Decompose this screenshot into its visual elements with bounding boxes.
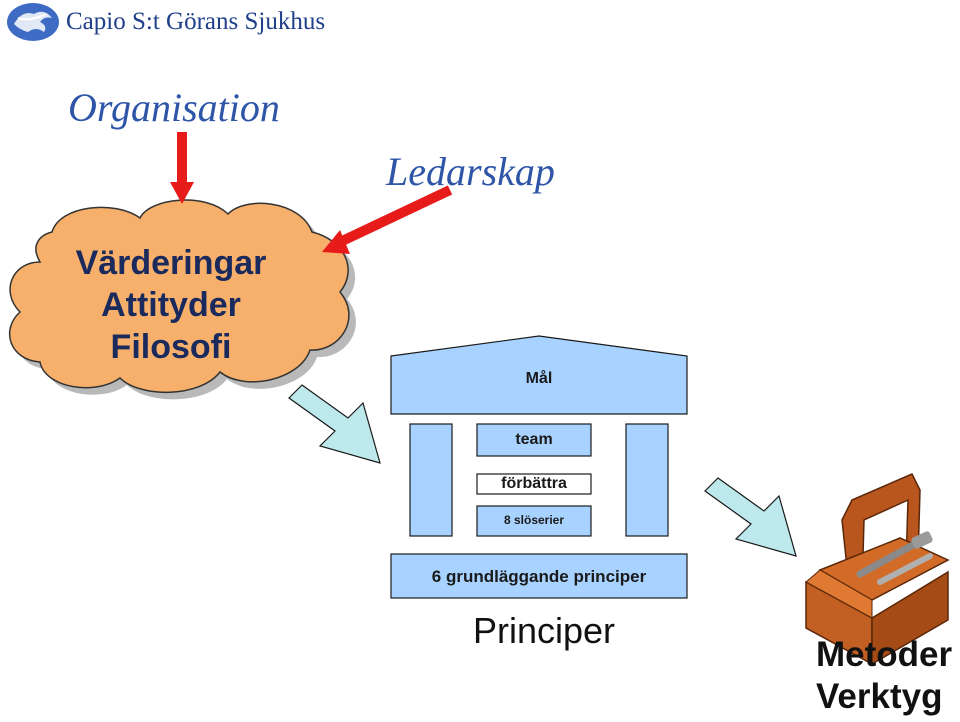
tools-line-metoder: Metoder: [816, 635, 953, 674]
house-base: [390, 553, 688, 599]
house-pillar-right: [625, 423, 669, 537]
team-label: team: [515, 431, 553, 448]
box-forbattra: [476, 473, 592, 495]
title-ledarskap: Ledarskap: [386, 149, 555, 194]
red-arrow-diagonal: [322, 185, 453, 254]
principles-house: [390, 335, 688, 599]
house-caption: Principer: [472, 610, 616, 651]
roof-label: Mål: [525, 370, 553, 387]
logo-text: Capio S:t Görans Sjukhus: [66, 8, 326, 35]
cloud-line-varderingar: Värderingar: [75, 244, 267, 282]
cyan-arrow-left: [288, 384, 381, 464]
base-label: 6 grundläggande principer: [431, 567, 647, 586]
tools-line-verktyg: Verktyg: [816, 677, 943, 716]
box-sloserier: [476, 505, 592, 537]
cyan-arrow-right: [704, 477, 797, 557]
cloud-text: Värderingar Attityder Filosofi: [40, 242, 302, 368]
cloud-line-attityder: Attityder: [101, 286, 241, 324]
house-pillar-left: [409, 423, 453, 537]
house-roof: [390, 335, 688, 415]
title-organisation: Organisation: [68, 85, 280, 130]
forbattra-label: förbättra: [501, 475, 567, 492]
toolbox-icon: [805, 473, 950, 666]
hand-logo-icon: [7, 3, 59, 41]
red-arrow-down: [170, 132, 194, 204]
values-cloud: [9, 199, 356, 400]
box-team: [476, 423, 592, 457]
cloud-line-filosofi: Filosofi: [110, 328, 232, 366]
sloserier-label: 8 slöserier: [503, 513, 565, 527]
tools-caption: Metoder Verktyg: [816, 634, 952, 718]
